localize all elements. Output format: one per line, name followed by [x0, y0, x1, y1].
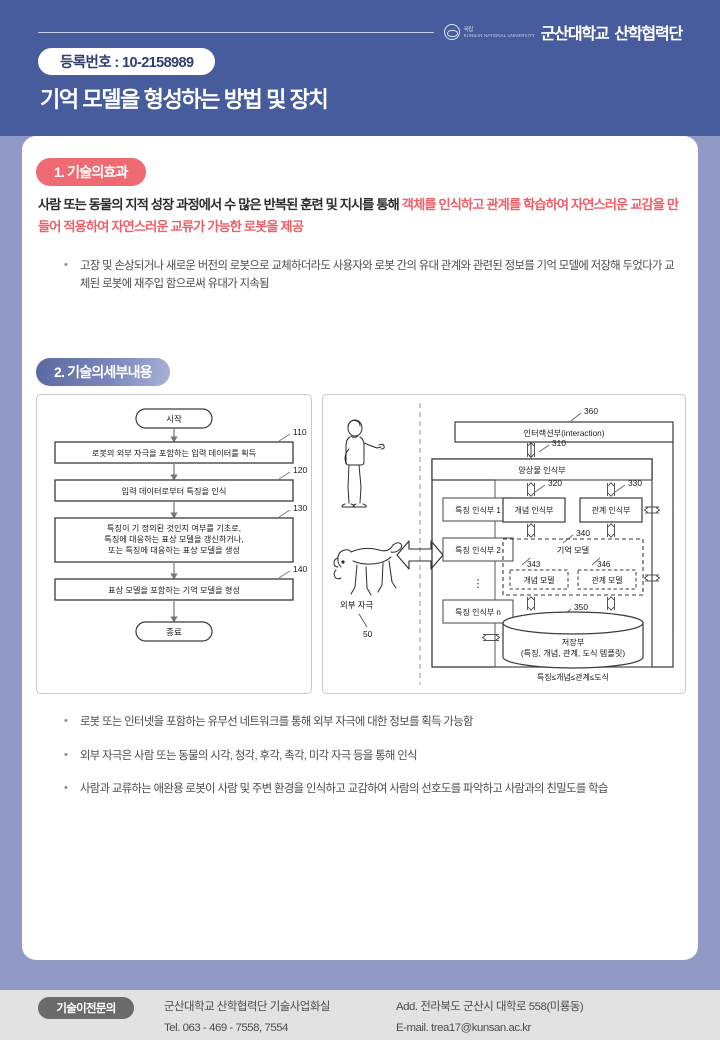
- section-1-badge-label: 1. 기술의효과: [54, 164, 128, 180]
- relation-model-ref: 346: [597, 560, 611, 569]
- flow-step-110-ref: 110: [293, 427, 307, 437]
- interaction-ref: 360: [584, 406, 598, 416]
- poster-header: 국립 KUNSAN NATIONAL UNIVERSITY 군산대학교 산학협력…: [0, 0, 720, 136]
- relation-recognizer-label: 관계 인식부: [591, 505, 630, 515]
- section-1-lead-highlight: 객체를 인식하고 관계를 학습하여 자연스러운 교감을 만들어 적용하여 자연스…: [38, 197, 679, 234]
- memory-model-ref: 340: [576, 528, 590, 538]
- block-diagram-panel: 외부 자극 50 360 인터랙션부(interaction): [322, 394, 686, 694]
- flow-step-130-line3: 또는 특징에 대응하는 표상 모델을 생성: [108, 545, 240, 555]
- relation-recognizer-box: [579, 497, 643, 523]
- flow-step-110-label: 로봇의 외부 자극을 포함하는 입력 데이터를 획득: [92, 448, 257, 458]
- section-1-lead-text: 사람 또는 동물의 지적 성장 과정에서 수 많은 반복된 훈련 및 지시를 통…: [38, 194, 686, 238]
- concept-model-label: 개념 모델: [524, 575, 555, 585]
- section-2-badge: 2. 기술의세부내용: [36, 358, 170, 386]
- external-stimulus-label: 외부 자극: [340, 600, 373, 610]
- list-item: 외부 자극은 사람 또는 동물의 시각, 청각, 후각, 촉각, 미각 자극 등…: [62, 747, 682, 766]
- footer-column-right: Add. 전라북도 군산시 대학로 558(미룡동) E-mail. trea1…: [396, 997, 584, 1039]
- flowchart-panel: 시작 로봇의 외부 자극을 포함하는 입력 데이터를 획득 110 입력 데이터…: [36, 394, 312, 694]
- flow-start-label: 시작: [166, 414, 182, 424]
- bidirectional-arrow-icon: [396, 540, 444, 570]
- relation-recognizer-ref: 330: [628, 478, 642, 488]
- human-figure-icon: [341, 419, 385, 508]
- side-connector-arrows: [481, 506, 661, 641]
- concept-recognizer-label: 개념 인식부: [514, 505, 553, 515]
- storage-label-line1: 저장부: [562, 637, 585, 647]
- relation-model-label: 관계 모델: [592, 575, 623, 585]
- logo-korean-name: 군산대학교: [540, 26, 610, 43]
- memory-model-label: 기억 모델: [557, 545, 589, 555]
- section-2-bullet-list: 로봇 또는 인터넷을 포함하는 유무선 네트워크를 통해 외부 자극에 대한 정…: [62, 713, 682, 815]
- interaction-label: 인터랙션부(interaction): [524, 428, 605, 438]
- registration-number-text: 등록번호 : 10-2158989: [60, 55, 194, 71]
- header-divider-line: [38, 31, 434, 33]
- feedback-bus-line: [652, 442, 674, 668]
- flow-end-label: 종료: [166, 627, 182, 637]
- memory-model-box: [502, 538, 644, 596]
- content-card: 1. 기술의효과 사람 또는 동물의 지적 성장 과정에서 수 많은 반복된 훈…: [22, 136, 698, 960]
- poster-footer: 기술이전문의 군산대학교 산학협력단 기술사업화실 Tel. 063 - 469…: [0, 990, 720, 1040]
- flow-step-130-line1: 특징이 기 정의된 것인지 여부를 기초로,: [107, 523, 241, 533]
- feature-unit-2-box: [442, 537, 514, 562]
- aspect-label: 양상물 인식부: [518, 465, 566, 475]
- university-emblem-icon: [443, 24, 460, 40]
- flow-step-140-ref: 140: [293, 564, 308, 574]
- logo-text-block: 국립 KUNSAN NATIONAL UNIVERSITY: [464, 27, 535, 38]
- feature-unit-n-box: [442, 599, 514, 624]
- hierarchy-note: 특징≤개념≤관계≤도식: [537, 672, 609, 682]
- tech-transfer-contact-label: 기술이전문의: [56, 1003, 116, 1015]
- flow-step-120-label: 입력 데이터로부터 특징을 인식: [122, 486, 227, 496]
- concept-model-ref: 343: [527, 560, 541, 569]
- concept-recognizer-box: [502, 497, 566, 523]
- section-1-lead-plain: 사람 또는 동물의 지적 성장 과정에서 수 많은 반복된 훈련 및 지시를 통…: [38, 197, 402, 212]
- flow-step-130-ref: 130: [293, 503, 308, 513]
- flow-step-130-line2: 특징에 대응하는 표상 모델을 갱신하거나,: [104, 534, 243, 544]
- section-1-bullet-list: 고장 및 손상되거나 새로운 버전의 로봇으로 교체하더라도 사용자와 로봇 간…: [62, 257, 682, 304]
- logo-prefix: 국립: [463, 26, 474, 33]
- footer-tel: Tel. 063 - 469 - 7558, 7554: [164, 1022, 289, 1034]
- storage-ref: 350: [574, 602, 588, 612]
- section-1-badge: 1. 기술의효과: [36, 158, 146, 186]
- block-diagram-svg: 외부 자극 50 360 인터랙션부(interaction): [333, 403, 674, 685]
- logo-english-name: KUNSAN NATIONAL UNIVERSITY: [463, 32, 535, 38]
- feature-unit-n-label: 특징 인식부 n: [455, 607, 501, 617]
- concept-model-box: [509, 569, 569, 590]
- storage-label-line2: (특징, 개념, 관계, 도식 템플릿): [521, 648, 626, 658]
- logo-korean-suffix: 산학협력단: [614, 26, 683, 43]
- aspect-ref: 310: [552, 438, 566, 448]
- interaction-box: [454, 421, 674, 443]
- footer-org: 군산대학교 산학협력단 기술사업화실: [164, 1001, 330, 1013]
- concept-recognizer-ref: 320: [548, 478, 562, 488]
- header-rule-row: 국립 KUNSAN NATIONAL UNIVERSITY 군산대학교 산학협력…: [38, 20, 683, 44]
- external-stimulus-ref: 50: [363, 629, 373, 639]
- university-logo: 국립 KUNSAN NATIONAL UNIVERSITY 군산대학교 산학협력…: [443, 20, 683, 44]
- feature-unit-1-label: 특징 인식부 1: [455, 505, 501, 515]
- footer-address: Add. 전라북도 군산시 대학로 558(미룡동): [396, 1001, 584, 1013]
- list-item: 사람과 교류하는 애완용 로봇이 사람 및 주변 환경을 인식하고 교감하여 사…: [62, 780, 682, 799]
- dog-figure-icon: [333, 542, 403, 596]
- relation-model-box: [577, 569, 637, 590]
- list-item: 로봇 또는 인터넷을 포함하는 유무선 네트워크를 통해 외부 자극에 대한 정…: [62, 713, 682, 732]
- list-item: 고장 및 손상되거나 새로운 버전의 로봇으로 교체하더라도 사용자와 로봇 간…: [62, 257, 682, 293]
- flow-step-120-ref: 120: [293, 465, 308, 475]
- registration-number-badge: 등록번호 : 10-2158989: [38, 48, 216, 75]
- page-title: 기억 모델을 형성하는 방법 및 장치: [40, 87, 329, 112]
- feature-unit-2-label: 특징 인식부 2: [455, 545, 501, 555]
- tech-transfer-contact-badge: 기술이전문의: [38, 997, 134, 1019]
- section-2-badge-label: 2. 기술의세부내용: [54, 364, 153, 380]
- flowchart-svg: 시작 로봇의 외부 자극을 포함하는 입력 데이터를 획득 110 입력 데이터…: [54, 408, 308, 642]
- storage-cylinder-icon: [502, 611, 644, 669]
- footer-email: E-mail. trea17@kunsan.ac.kr: [396, 1022, 531, 1034]
- flow-step-140-label: 표상 모델을 포함하는 기억 모델을 형성: [108, 585, 240, 595]
- feature-unit-ellipsis: ⋮: [473, 578, 484, 590]
- footer-column-left: 군산대학교 산학협력단 기술사업화실 Tel. 063 - 469 - 7558…: [164, 997, 330, 1039]
